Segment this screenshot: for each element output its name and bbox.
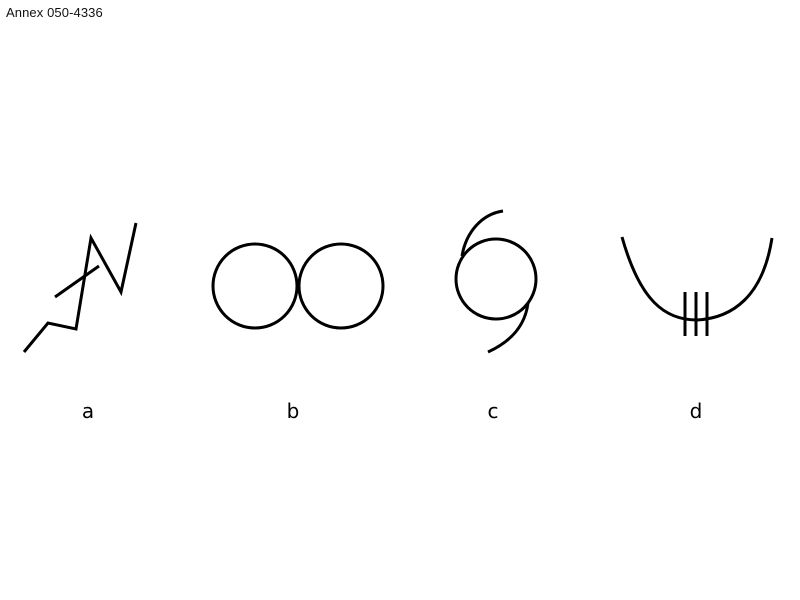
zigzag-cross-stroke [54,264,100,299]
zigzag-stroke [22,222,138,353]
bottom-arc [487,302,530,354]
symbol-label-b: b [287,399,300,423]
right-circle [297,242,385,330]
left-circle [211,242,299,330]
center-circle [454,237,538,321]
double-circle-symbol-icon [211,242,385,330]
symbol-label-d: d [690,399,703,423]
symbol-label-a: a [82,399,94,423]
top-arc [460,209,504,257]
spiral-circle-symbol-icon [454,209,538,354]
symbol-label-c: c [488,399,499,423]
zigzag-symbol-icon [22,222,138,353]
annex-label: Annex 050-4336 [6,5,103,20]
u-curve-with-ticks-symbol-icon [620,236,774,336]
